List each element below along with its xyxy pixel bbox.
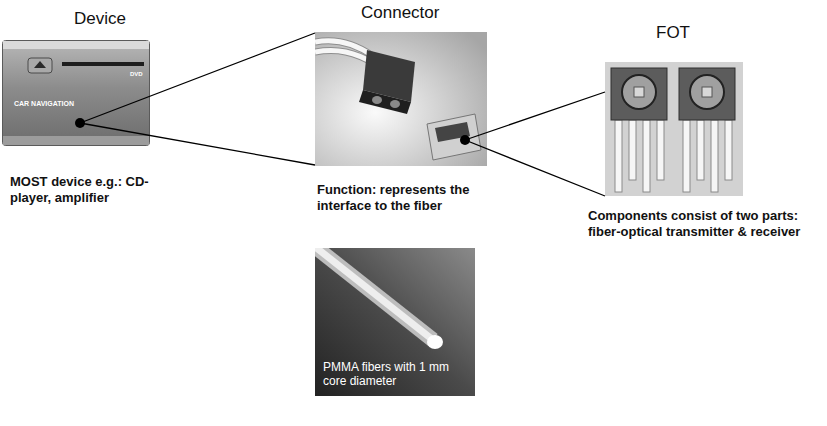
fot-picture: FOTComponents consist of two parts: fibe… [605,62,743,196]
node-heading: Device [74,8,126,30]
fot-photo [605,62,743,196]
photo-background [605,62,743,196]
zoom-dot [75,118,85,128]
device-marking: CAR NAVIGATION [14,99,74,108]
zoom-dot [460,135,470,145]
transmitter-chip [611,68,667,192]
cable [315,51,375,65]
device-marking: DVD [130,70,143,78]
node-heading: Connector [361,2,439,24]
fiber-core [315,248,433,340]
cable [315,41,373,56]
plug-hole [372,96,382,104]
eject-symbol [34,61,46,68]
disc-slot [62,62,144,66]
device-lip [3,136,149,145]
node-caption: Components consist of two parts: fiber-o… [588,208,816,240]
zoom-connector [80,33,315,165]
photo-caption: PMMA fibers with 1 mm core diameter [323,360,451,388]
connector-photo [315,32,487,166]
node-caption: MOST device e.g.: CD-player, amplifier [10,174,160,206]
socket-body [427,114,481,160]
fiber-tip [427,335,443,349]
eject-button [28,58,52,73]
fiber-picture: PMMA fibers with 1 mm core diameter [315,248,475,396]
photo-background [315,32,487,166]
device-picture: DeviceMOST device e.g.: CD-player, ampli… [2,40,148,146]
plug-body [363,50,415,102]
node-heading: FOT [656,22,690,44]
device-face [3,41,150,146]
cable [315,51,375,65]
plug-face [359,90,411,114]
fiber-jacket [315,248,433,340]
cable [315,41,373,56]
plug-hole [390,100,400,108]
node-caption: Function: represents the interface to th… [317,182,487,214]
socket-opening [435,122,470,142]
connector-picture: ConnectorFunction: represents the interf… [315,32,487,166]
photo-background [315,248,475,396]
zoom-connector [465,92,605,196]
receiver-chip [679,68,735,192]
device-top [3,41,149,49]
